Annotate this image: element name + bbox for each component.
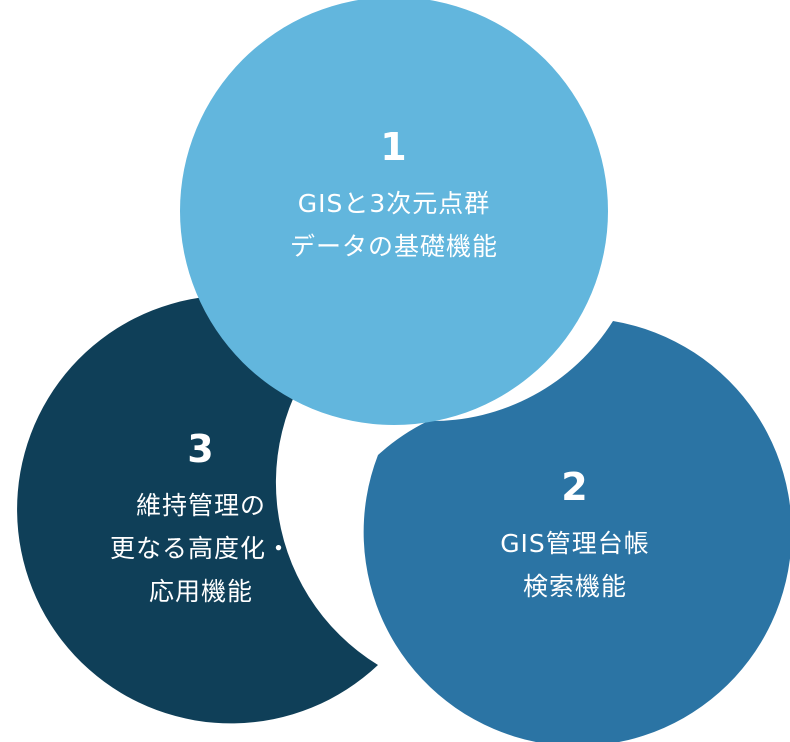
circle-1-line-1: GISと3次元点群 xyxy=(297,189,491,218)
circle-2-line-1: GIS管理台帳 xyxy=(500,529,650,558)
circle-3 xyxy=(17,295,379,724)
circle-1-line-2: データの基礎機能 xyxy=(289,232,499,261)
circle-2-label: 2 GIS管理台帳 検索機能 xyxy=(500,464,650,608)
circle-3-number: 3 xyxy=(187,427,215,471)
circle-3-line-3: 応用機能 xyxy=(148,577,254,606)
circle-3-line-1: 維持管理の xyxy=(135,491,267,520)
circle-1 xyxy=(180,0,608,425)
circle-2 xyxy=(363,321,790,742)
circle-3-label: 3 維持管理の 更なる高度化・ 応用機能 xyxy=(110,426,292,613)
circle-2-number: 2 xyxy=(561,465,589,509)
circle-1-label: 1 GISと3次元点群 データの基礎機能 xyxy=(290,124,498,268)
circle-2-line-2: 検索機能 xyxy=(522,572,627,601)
circle-1-number: 1 xyxy=(380,125,408,169)
circle-3-line-2: 更なる高度化・ xyxy=(109,534,293,563)
